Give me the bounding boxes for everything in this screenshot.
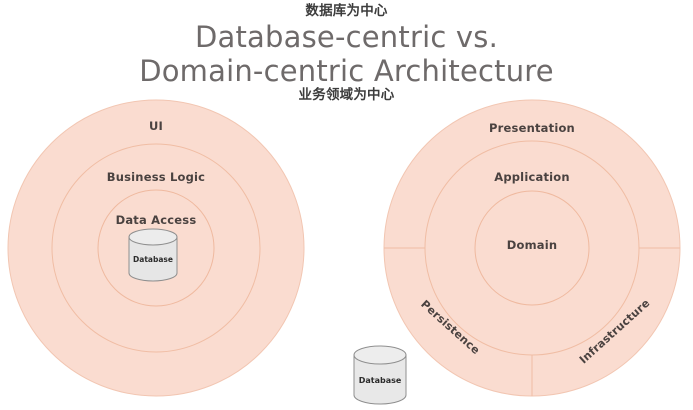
right-ring-label-presentation: Presentation	[489, 121, 575, 135]
bottom-database-cylinder: Database	[353, 345, 407, 405]
left-database-cylinder: Database	[128, 228, 178, 282]
cylinder-top	[128, 228, 178, 246]
cylinder-top	[353, 345, 407, 365]
right-architecture-group: Presentation Application Domain Persiste…	[383, 99, 681, 397]
left-ring-label-ui: UI	[149, 119, 163, 133]
bottom-database-label: Database	[359, 376, 402, 385]
left-ring-label-data-access: Data Access	[116, 213, 197, 227]
cylinder-body	[353, 354, 407, 405]
left-database-label: Database	[133, 255, 173, 264]
left-ring-label-business-logic: Business Logic	[107, 170, 205, 184]
right-ring-label-domain: Domain	[507, 238, 558, 252]
left-architecture-group: UI Business Logic Data Access Database	[7, 99, 305, 397]
cylinder-body	[128, 236, 178, 282]
right-ring-label-application: Application	[494, 170, 570, 184]
right-ring-domain	[474, 190, 590, 306]
